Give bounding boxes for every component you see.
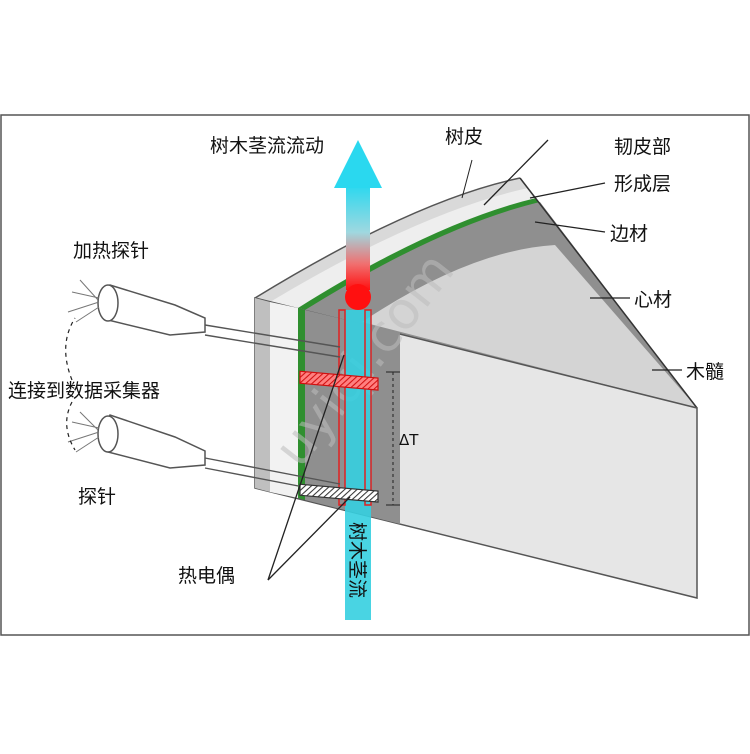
label-connect-logger: 连接到数据采集器 — [8, 380, 160, 402]
heartwood-layer — [362, 245, 697, 408]
heater-outline-right — [364, 309, 372, 506]
front-cambium — [298, 308, 305, 500]
flow-arrow-shaft — [346, 185, 370, 290]
flow-arrow-head — [334, 140, 382, 188]
leader-bark — [461, 159, 473, 199]
upper-probe-cap — [97, 284, 119, 322]
label-flow-top: 树木茎流流动 — [210, 135, 324, 157]
leader-phloem — [483, 139, 549, 206]
upper-wires — [67, 279, 100, 323]
upper-sensor — [299, 370, 379, 391]
upper-probe-rod-top — [204, 324, 341, 348]
label-pith: 木髓 — [686, 361, 724, 383]
front-bark — [255, 298, 270, 492]
leader-sapwood — [534, 221, 606, 233]
connect-bracket-top — [65, 317, 76, 381]
label-delta-t: ΔT — [399, 431, 419, 449]
label-bark: 树皮 — [445, 126, 483, 148]
sap-flow-band — [345, 310, 371, 620]
front-phloem — [270, 302, 298, 498]
label-heating-probe: 加热探针 — [73, 240, 149, 262]
label-heartwood: 心材 — [634, 289, 672, 311]
label-sapwood: 边材 — [610, 223, 648, 245]
label-flow-vertical: 树木茎流 — [346, 522, 368, 598]
leader-cambium — [529, 182, 606, 199]
label-cambium: 形成层 — [614, 173, 671, 195]
lower-wires — [67, 411, 100, 453]
connect-bracket-bottom — [66, 401, 76, 451]
label-probe: 探针 — [78, 486, 116, 508]
lower-probe-rod-top — [204, 457, 341, 485]
leader-thermocouple-upper — [267, 354, 345, 581]
lower-sensor — [299, 483, 379, 503]
heat-pulse — [345, 284, 371, 310]
label-phloem: 韧皮部 — [614, 136, 671, 158]
label-thermocouple: 热电偶 — [178, 565, 235, 587]
upper-probe-rod-bottom — [204, 334, 341, 358]
lower-probe-cap — [97, 415, 119, 453]
bark-outline — [254, 177, 521, 299]
leader-thermocouple-lower — [267, 496, 351, 581]
